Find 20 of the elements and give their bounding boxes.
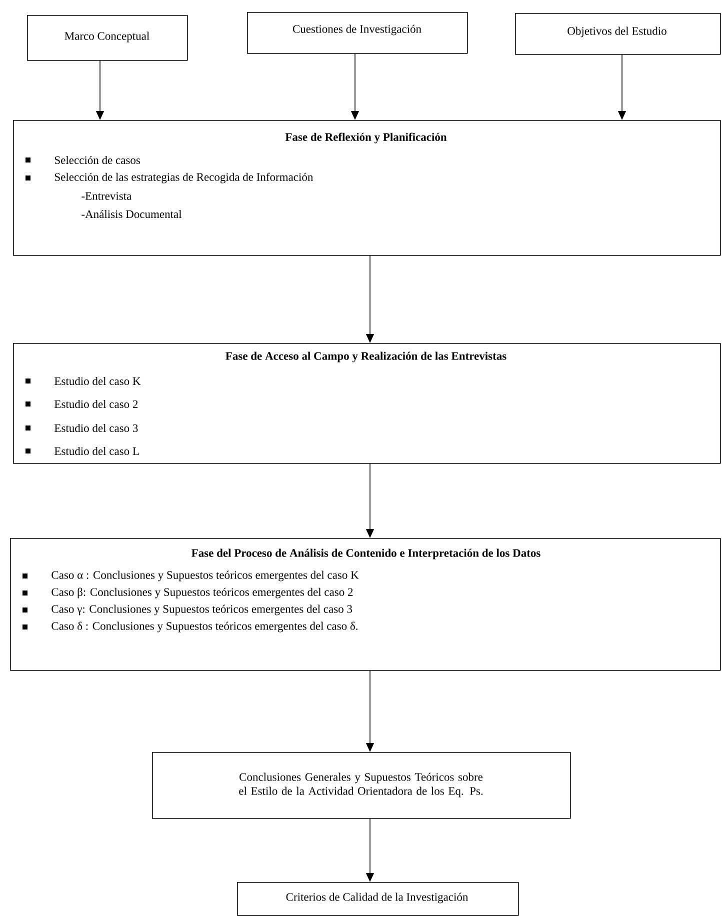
list-item: Estudio del caso 3 bbox=[54, 424, 138, 432]
list-item: Selección de casos bbox=[54, 156, 140, 164]
list-item: -Entrevista bbox=[82, 192, 132, 200]
list-item: Estudio del caso 2 bbox=[54, 400, 138, 408]
box-label: Conclusiones Generales y Supuestos Teóricos sobre el Estilo de la Actividad Orientadora de los Eq. Ps. bbox=[239, 772, 483, 798]
list-item: Caso γ: Conclusiones y Supuestos teóricos emergentes del caso 3 bbox=[52, 604, 352, 616]
phase-heading: Fase del Proceso de Análisis de Contenido e Interpretación de los Datos bbox=[192, 548, 540, 560]
box-label: Cuestiones de Investigación bbox=[292, 24, 422, 36]
box-label: Marco Conceptual bbox=[64, 32, 150, 42]
phase-heading: Fase de Reflexión y Planificación bbox=[285, 132, 447, 144]
box-label: Objetivos del Estudio bbox=[568, 26, 666, 38]
list-item: Caso α : Conclusiones y Supuestos teóricos emergentes del caso K bbox=[52, 570, 359, 582]
list-item: Estudio del caso K bbox=[54, 376, 141, 386]
list-item: -Análisis Documental bbox=[82, 210, 182, 218]
box-label: Criterios de Calidad de la Investigación bbox=[286, 892, 468, 904]
list-item: Selección de las estrategias de Recogida de Información bbox=[54, 172, 314, 184]
list-item: Caso δ : Conclusiones y Supuestos teóricos emergentes del caso δ. bbox=[52, 622, 358, 632]
phase-heading: Fase de Acceso al Campo y Realización de las Entrevistas bbox=[226, 352, 506, 362]
list-item: Caso β: Conclusiones y Supuestos teóricos emergentes del caso 2 bbox=[52, 588, 353, 598]
list-item: Estudio del caso L bbox=[54, 446, 139, 456]
